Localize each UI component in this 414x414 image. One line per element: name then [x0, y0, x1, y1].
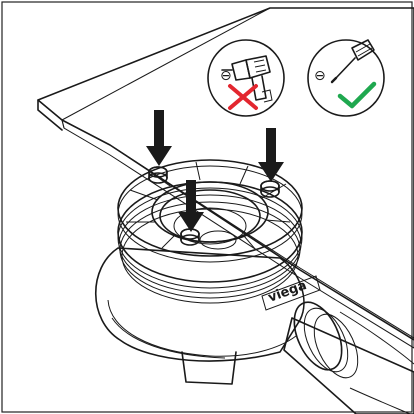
arrow-front — [178, 180, 204, 232]
badge-drill-not-allowed: ⊖ — [207, 39, 285, 117]
arrow-right — [258, 128, 284, 182]
check-mark-icon — [337, 81, 377, 109]
arrow-left — [146, 110, 172, 166]
brand-plate: viega — [261, 275, 321, 311]
drain-body — [94, 181, 305, 385]
badge-screwdriver-symbol: ⊖ — [314, 68, 326, 84]
cross-mark-icon — [228, 84, 258, 110]
screwdriver-icon — [330, 39, 375, 84]
badge-screwdriver-allowed: ⊖ — [307, 39, 385, 117]
outlet-pipe — [283, 301, 414, 414]
screw-left — [148, 166, 168, 184]
screw-right — [260, 180, 280, 198]
badge-drill-symbol: ⊖ — [220, 68, 232, 84]
